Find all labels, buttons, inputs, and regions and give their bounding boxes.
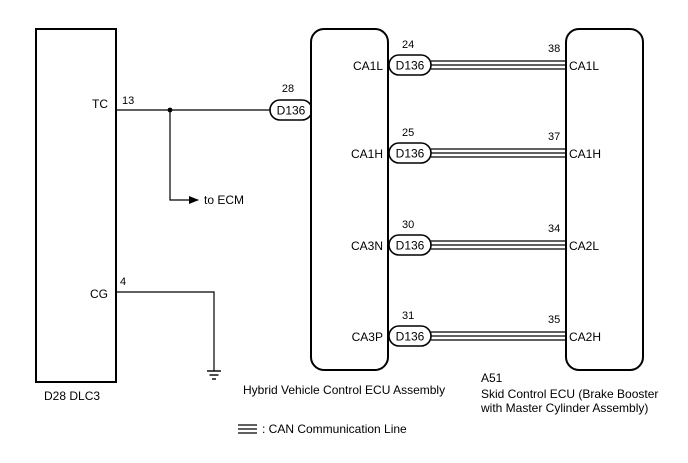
dlc3-tc-pin-name: TC (92, 97, 108, 111)
hv-pin-name-ca3n: CA3N (351, 239, 383, 253)
skid-pin-name-ca2l: CA2L (569, 239, 599, 253)
connector-label-ca3n: D136 (396, 239, 425, 253)
to-ecm-branch-wire (169, 110, 199, 204)
hv-pin-name-ca1l: CA1L (353, 59, 383, 73)
ground-icon (207, 370, 221, 380)
hv-pin-name-ca3p: CA3P (352, 330, 383, 344)
cg-ground-wire (116, 291, 215, 371)
skid-pin-name-ca1h: CA1H (569, 147, 601, 161)
connector-d136-ca3n (388, 234, 432, 256)
skid-ecu-code: A51 (481, 371, 503, 385)
dlc3-cg-pin-number: 4 (120, 276, 126, 288)
skid-pin-number-ca2h: 35 (548, 314, 560, 326)
connector-d136-ca3p (388, 325, 432, 347)
legend-label: : CAN Communication Line (262, 422, 407, 436)
hybrid-ecu-block (310, 28, 389, 371)
hv-pin-number-ca1l: 24 (402, 39, 414, 51)
hv-pin-name-ca1h: CA1H (351, 147, 383, 161)
can-line-legend-symbol (238, 424, 257, 434)
skid-ecu-caption-line1: Skid Control ECU (Brake Booster (481, 387, 658, 401)
skid-pin-number-ca1h: 37 (548, 131, 560, 143)
skid-pin-number-ca1l: 38 (548, 43, 560, 55)
hv-pin-number-ca1h: 25 (402, 127, 414, 139)
hybrid-ecu-caption: Hybrid Vehicle Control ECU Assembly (243, 383, 445, 397)
tc-hv-pin-number: 28 (282, 83, 294, 95)
connector-d136-ca1l (388, 54, 432, 76)
tc-connector-label: D136 (277, 104, 306, 118)
dlc3-caption: D28 DLC3 (44, 389, 100, 403)
dlc3-tc-pin-number: 13 (122, 95, 134, 107)
connector-label-ca3p: D136 (396, 330, 425, 344)
connector-label-ca1l: D136 (396, 59, 425, 73)
can-lines: D136CA1L24CA1L38D136CA1H25CA1H37D136CA3N… (351, 39, 601, 347)
dlc3-cg-pin-name: CG (90, 287, 108, 301)
to-ecm-label: to ECM (204, 193, 244, 207)
hv-pin-number-ca3p: 31 (402, 310, 414, 322)
hv-pin-number-ca3n: 30 (402, 219, 414, 231)
connector-label-ca1h: D136 (396, 147, 425, 161)
connector-d136-ca1h (388, 142, 432, 164)
skid-pin-name-ca1l: CA1L (569, 59, 599, 73)
skid-pin-name-ca2h: CA2H (569, 330, 601, 344)
skid-ecu-caption-line2: with Master Cylinder Assembly) (480, 401, 648, 415)
skid-ecu-block (565, 28, 644, 371)
dlc3-block (35, 28, 117, 383)
skid-pin-number-ca2l: 34 (548, 223, 560, 235)
legend: : CAN Communication Line (238, 422, 407, 436)
